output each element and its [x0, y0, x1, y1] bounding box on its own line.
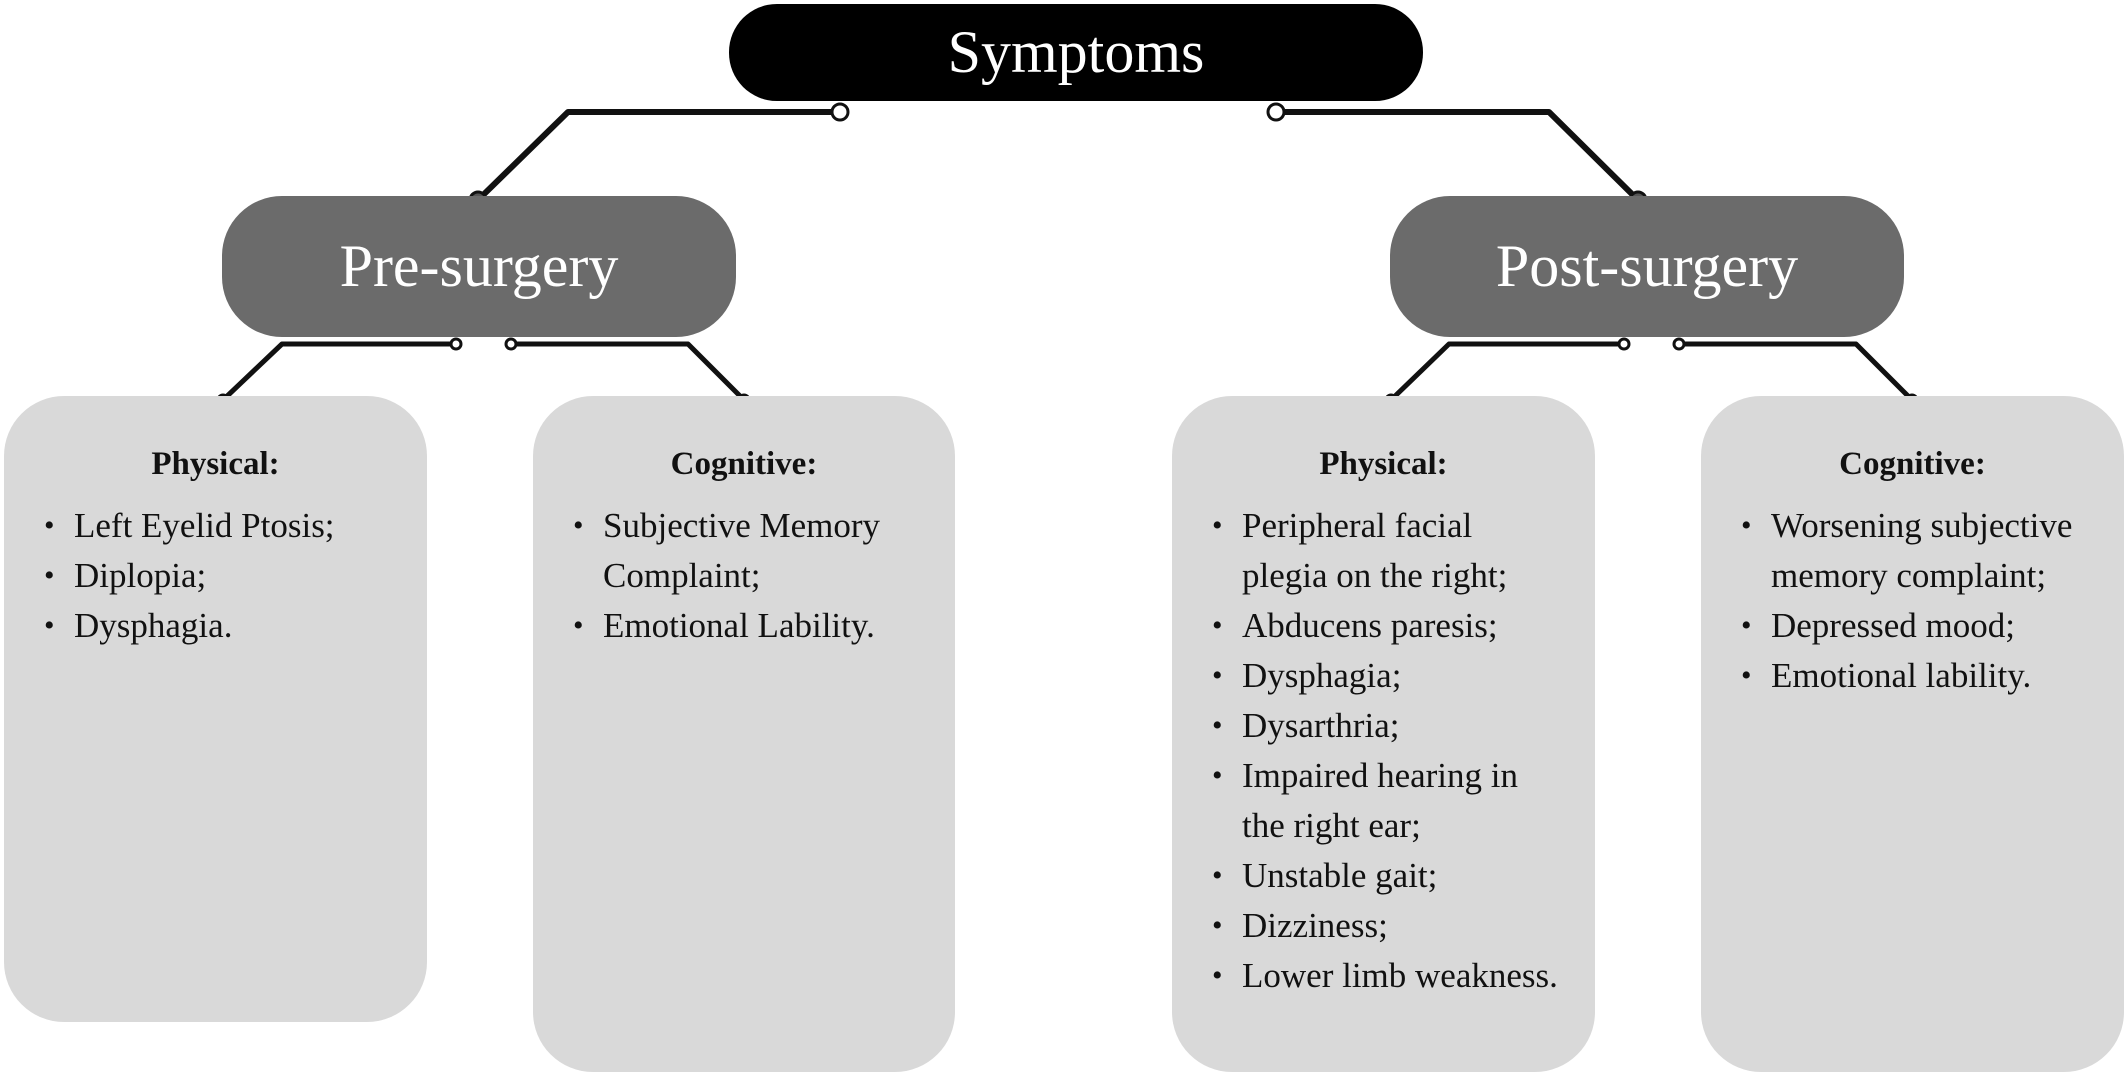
list-item: Abducens paresis;	[1202, 601, 1565, 651]
connector-post-to-physical	[1388, 341, 1627, 403]
symptom-list: Left Eyelid Ptosis; Diplopia; Dysphagia.	[34, 501, 397, 651]
list-item: Emotional Lability.	[563, 601, 925, 651]
card-pre-cognitive: Cognitive: Subjective Memory Complaint; …	[533, 396, 955, 1072]
symptom-list: Subjective Memory Complaint; Emotional L…	[563, 501, 925, 651]
card-title: Physical:	[151, 446, 280, 482]
list-item: Left Eyelid Ptosis;	[34, 501, 397, 551]
phase-node-pre-surgery: Pre-surgery	[222, 196, 736, 337]
card-title: Physical:	[1319, 446, 1448, 482]
list-item: Unstable gait;	[1202, 851, 1565, 901]
list-item: Worsening subjective memory complaint;	[1731, 501, 2094, 601]
phase-node-post-surgery: Post-surgery	[1390, 196, 1904, 337]
card-post-cognitive: Cognitive: Worsening subjective memory c…	[1701, 396, 2124, 1072]
connector-root-to-post	[1273, 109, 1641, 203]
list-item: Emotional lability.	[1731, 651, 2094, 701]
phase-label-post: Post-surgery	[1495, 233, 1799, 299]
list-item: Impaired hearing in the right ear;	[1202, 751, 1565, 851]
list-item: Dysphagia;	[1202, 651, 1565, 701]
connector-root-to-pre	[475, 109, 843, 203]
list-item: Dizziness;	[1202, 901, 1565, 951]
root-node-symptoms: Symptoms	[729, 4, 1423, 101]
list-item: Dysphagia.	[34, 601, 397, 651]
list-item: Diplopia;	[34, 551, 397, 601]
connector-dot	[449, 337, 463, 351]
list-item: Peripheral facial plegia on the right;	[1202, 501, 1565, 601]
connector-pre-to-cognitive	[508, 341, 747, 403]
list-item: Depressed mood;	[1731, 601, 2094, 651]
list-item: Subjective Memory Complaint;	[563, 501, 925, 601]
symptom-list: Peripheral facial plegia on the right; A…	[1202, 501, 1565, 1001]
list-item: Dysarthria;	[1202, 701, 1565, 751]
card-title: Cognitive:	[1839, 446, 1986, 482]
card-pre-physical: Physical: Left Eyelid Ptosis; Diplopia; …	[4, 396, 427, 1022]
connector-dot	[504, 337, 518, 351]
connector-dot	[1672, 337, 1686, 351]
connector-dot	[1617, 337, 1631, 351]
connector-pre-to-physical	[220, 341, 459, 403]
root-title: Symptoms	[947, 19, 1205, 85]
connector-post-to-cognitive	[1676, 341, 1915, 403]
symptom-list: Worsening subjective memory complaint; D…	[1731, 501, 2094, 701]
connector-dot	[830, 102, 850, 122]
phase-label-pre: Pre-surgery	[339, 233, 619, 299]
card-title: Cognitive:	[670, 446, 818, 482]
list-item: Lower limb weakness.	[1202, 951, 1565, 1001]
card-post-physical: Physical: Peripheral facial plegia on th…	[1172, 396, 1595, 1072]
connector-dot	[1266, 102, 1286, 122]
